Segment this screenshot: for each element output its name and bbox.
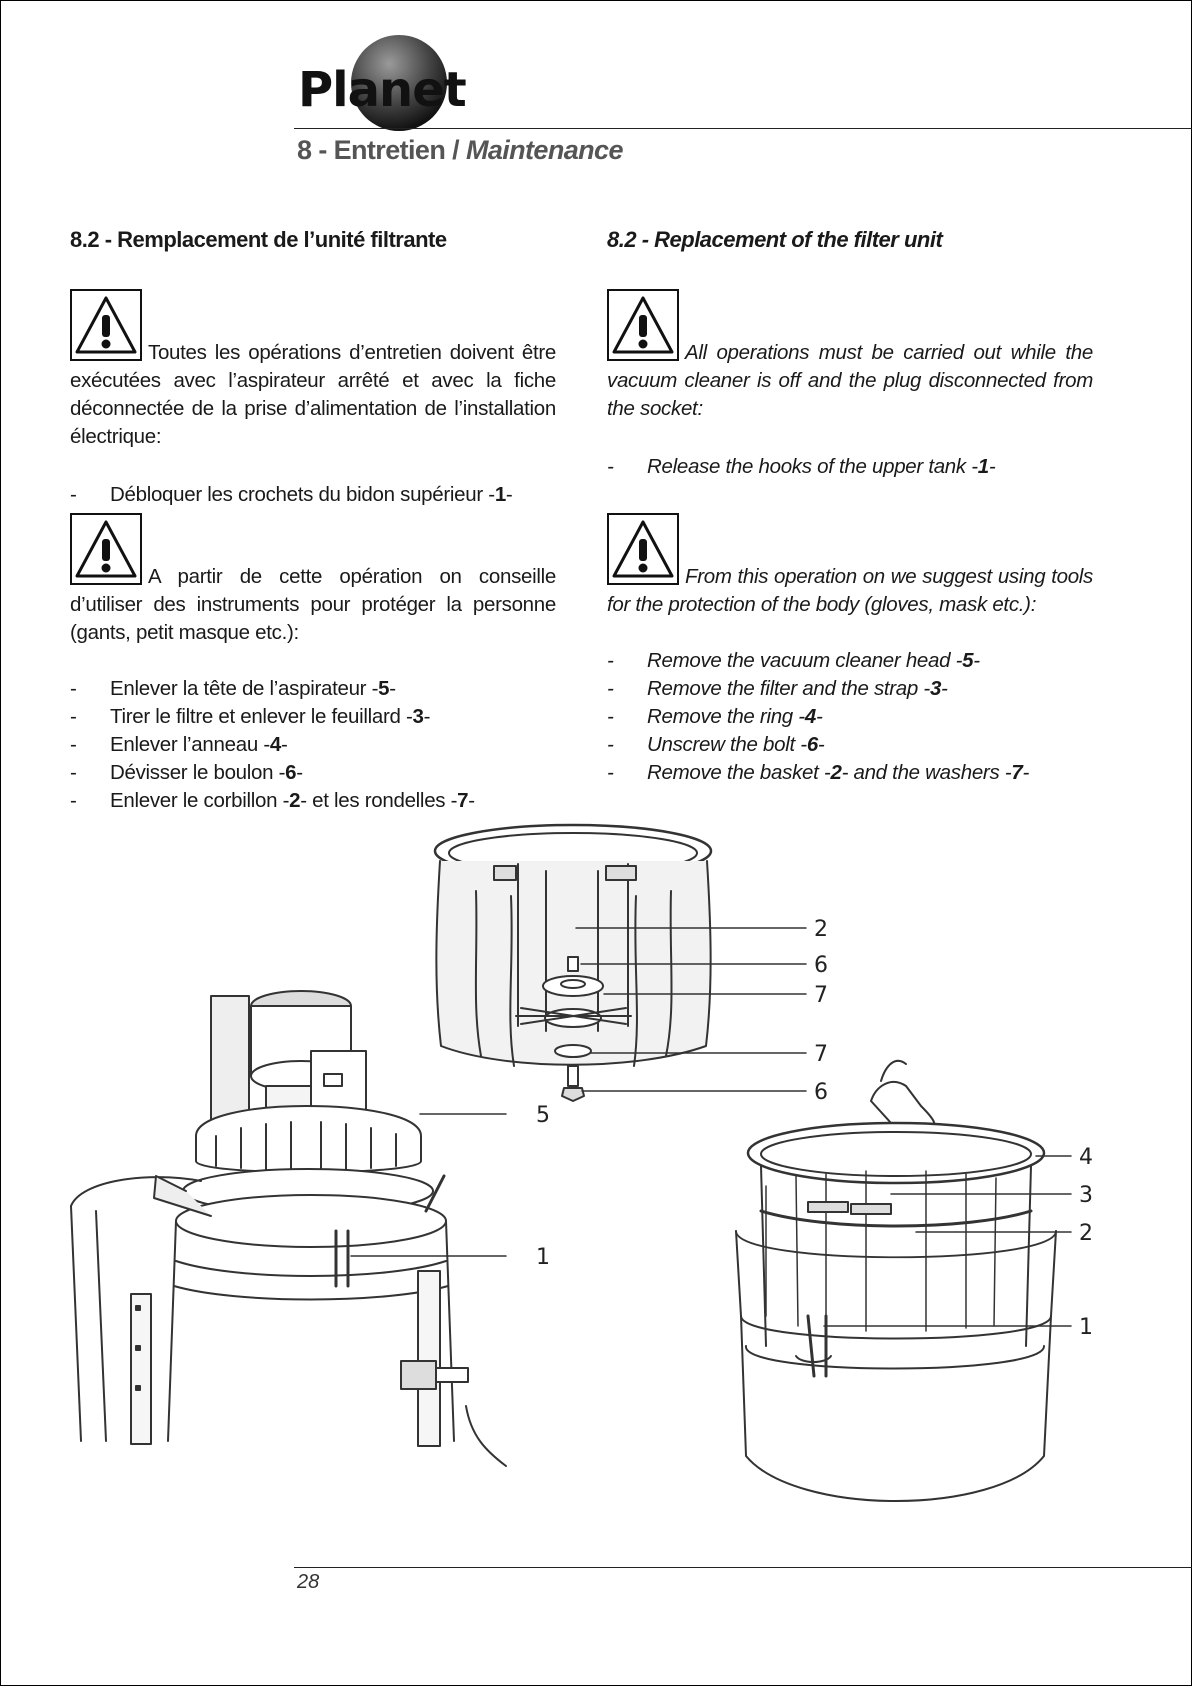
- callout-label: 2: [814, 917, 828, 942]
- step-item: -Enlever la tête de l’aspirateur -5-: [70, 677, 396, 700]
- callout-leaders-tank: [823, 1155, 1072, 1327]
- callout-label: 1: [536, 1245, 550, 1270]
- step-item: -Enlever le corbillon -2- et les rondell…: [70, 789, 475, 812]
- section-heading-fr: 8.2 - Remplacement de l’unité filtrante: [70, 227, 447, 252]
- step-item: -Débloquer les crochets du bidon supérie…: [70, 483, 513, 506]
- footer-rule: [294, 1567, 1192, 1568]
- warning-icon: [70, 289, 142, 361]
- step-item: -Tirer le filtre et enlever le feuillard…: [70, 705, 431, 728]
- header-rule: [294, 128, 1192, 129]
- step-item: -Remove the basket -2- and the washers -…: [607, 761, 1029, 784]
- warning-icon: [70, 513, 142, 585]
- filter-basket-illustration: [433, 823, 713, 1102]
- step-item: -Remove the ring -4-: [607, 705, 823, 728]
- callout-label: 5: [536, 1103, 550, 1128]
- step-item: -Dévisser le boulon -6-: [70, 761, 303, 784]
- callout-leaders-top: [575, 927, 807, 1092]
- step-item: -Remove the vacuum cleaner head -5-: [607, 649, 980, 672]
- filter-unit-diagram: 2 6 7 7 6 5 1 4 3 2 1: [70, 823, 1093, 1502]
- section-title-fr: 8 - Entretien /: [297, 135, 466, 165]
- warning-icon: [607, 513, 679, 585]
- step-list-fr: -Enlever la tête de l’aspirateur -5- -Ti…: [70, 675, 556, 815]
- callout-label: 3: [1079, 1183, 1093, 1208]
- protection-text-en: From this operation on we suggest using …: [607, 565, 1093, 616]
- planet-logo: Planet: [298, 35, 467, 131]
- vacuum-machine-illustration: [70, 990, 507, 1467]
- section-title: 8 - Entretien / Maintenance: [297, 135, 623, 166]
- step-item: -Enlever l’anneau -4-: [70, 733, 288, 756]
- callout-leaders-machine: [350, 1113, 507, 1257]
- callout-label: 6: [814, 1080, 828, 1105]
- section-heading-en: 8.2 - Replacement of the filter unit: [607, 227, 943, 252]
- warning-icon: [607, 289, 679, 361]
- callout-label: 2: [1079, 1221, 1093, 1246]
- callout-label: 7: [814, 983, 828, 1008]
- svg-text:Planet: Planet: [298, 62, 466, 118]
- callout-label: 6: [814, 953, 828, 978]
- callout-label: 1: [1079, 1315, 1093, 1340]
- step-list-en: -Remove the vacuum cleaner head -5- -Rem…: [607, 647, 1093, 787]
- step-item: -Release the hooks of the upper tank -1-: [607, 455, 996, 478]
- page-number: 28: [297, 1571, 320, 1593]
- step-item: -Unscrew the bolt -6-: [607, 733, 825, 756]
- protection-text-fr: A partir de cette opération on conseille…: [70, 565, 556, 644]
- warning-text-en: All operations must be carried out while…: [607, 341, 1093, 420]
- step-item: -Remove the filter and the strap -3-: [607, 677, 948, 700]
- callout-label: 7: [814, 1042, 828, 1067]
- tank-illustration: [735, 1059, 1057, 1502]
- section-title-en: Maintenance: [465, 135, 624, 165]
- warning-text-fr: Toutes les opérations d’entretien doiven…: [70, 341, 556, 448]
- step-list-hooks-en: -Release the hooks of the upper tank -1-: [607, 453, 1093, 481]
- callout-label: 4: [1079, 1145, 1093, 1170]
- step-list-hooks-fr: -Débloquer les crochets du bidon supérie…: [70, 481, 556, 509]
